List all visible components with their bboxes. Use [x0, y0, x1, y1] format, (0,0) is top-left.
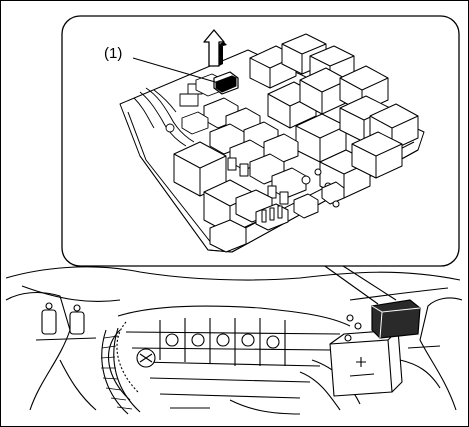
intake-pipe	[100, 327, 141, 415]
callout-pointer	[321, 263, 397, 305]
bottom-connectors	[255, 181, 345, 231]
callout-label: (1)	[104, 45, 122, 62]
callout-leader	[132, 57, 223, 85]
relay-fuse-box-detail	[119, 33, 425, 253]
fender-left	[5, 291, 71, 411]
engine-compartment	[5, 266, 463, 415]
fuse-block	[203, 97, 332, 205]
battery	[329, 329, 403, 397]
body-outline	[5, 266, 461, 281]
left-reservoir	[35, 302, 97, 341]
up-arrow-icon	[203, 29, 227, 67]
engine-block	[107, 305, 361, 411]
highlighted-fuse	[213, 71, 239, 95]
relay-box-location	[371, 299, 421, 339]
fender-right	[419, 297, 463, 411]
